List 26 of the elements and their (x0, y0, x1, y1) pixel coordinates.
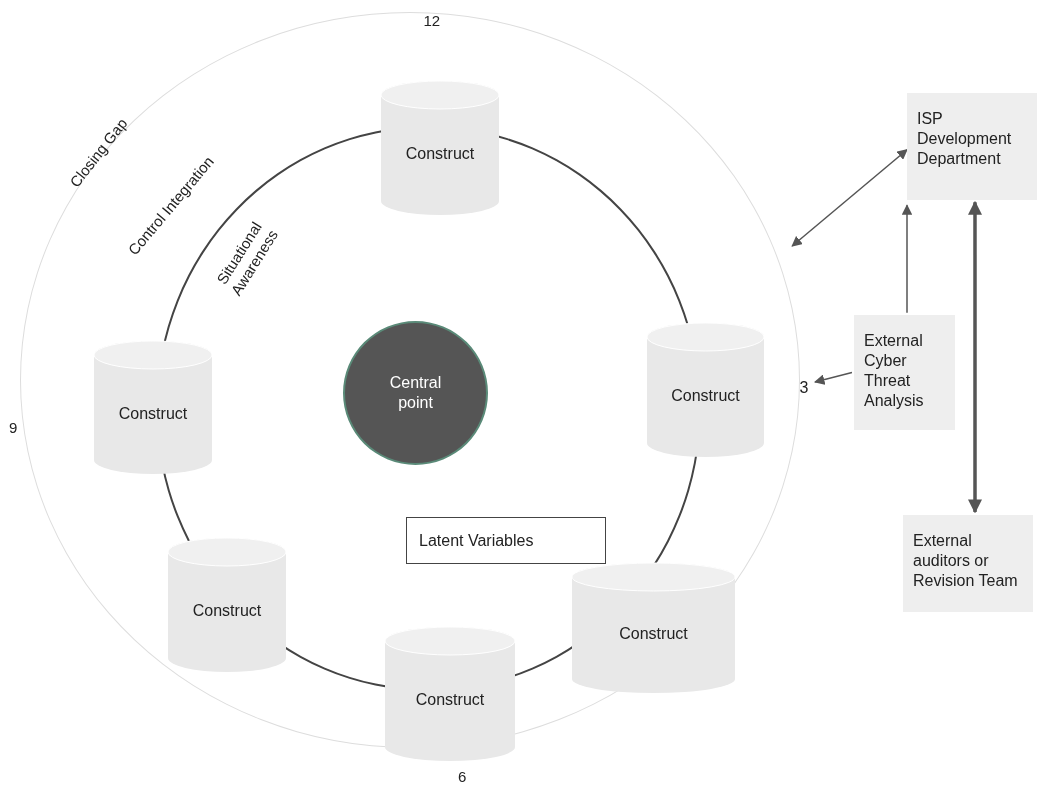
construct-cylinder (385, 627, 515, 761)
node-label: 3 (799, 378, 809, 398)
node-label: External auditors or Revision Team (913, 531, 1019, 591)
arrow (968, 200, 982, 514)
construct-cylinder (94, 341, 212, 474)
clock-number: 6 (458, 767, 467, 785)
node-label: Construct (192, 601, 262, 621)
node-label: Central point (388, 373, 443, 413)
construct-cylinder (168, 538, 286, 672)
node-label: Latent Variables (419, 530, 534, 551)
arrow (791, 148, 908, 247)
node-label: External Cyber Threat Analysis (864, 331, 925, 411)
node-label: Construct (118, 403, 188, 424)
construct-cylinder (647, 323, 764, 457)
arrow (901, 204, 913, 314)
clock-number: 12 (423, 11, 441, 29)
process-box (907, 93, 1037, 200)
node-label: Construct (405, 144, 475, 164)
clock-number: 9 (9, 418, 18, 436)
node-label: Construct (619, 624, 688, 644)
node-label: Construct (415, 690, 485, 710)
node-label: Construct (671, 386, 740, 406)
node-label: ISP Development Department (917, 109, 1013, 169)
text-box (406, 517, 606, 564)
construct-cylinder (381, 81, 499, 215)
arrow (814, 371, 853, 385)
